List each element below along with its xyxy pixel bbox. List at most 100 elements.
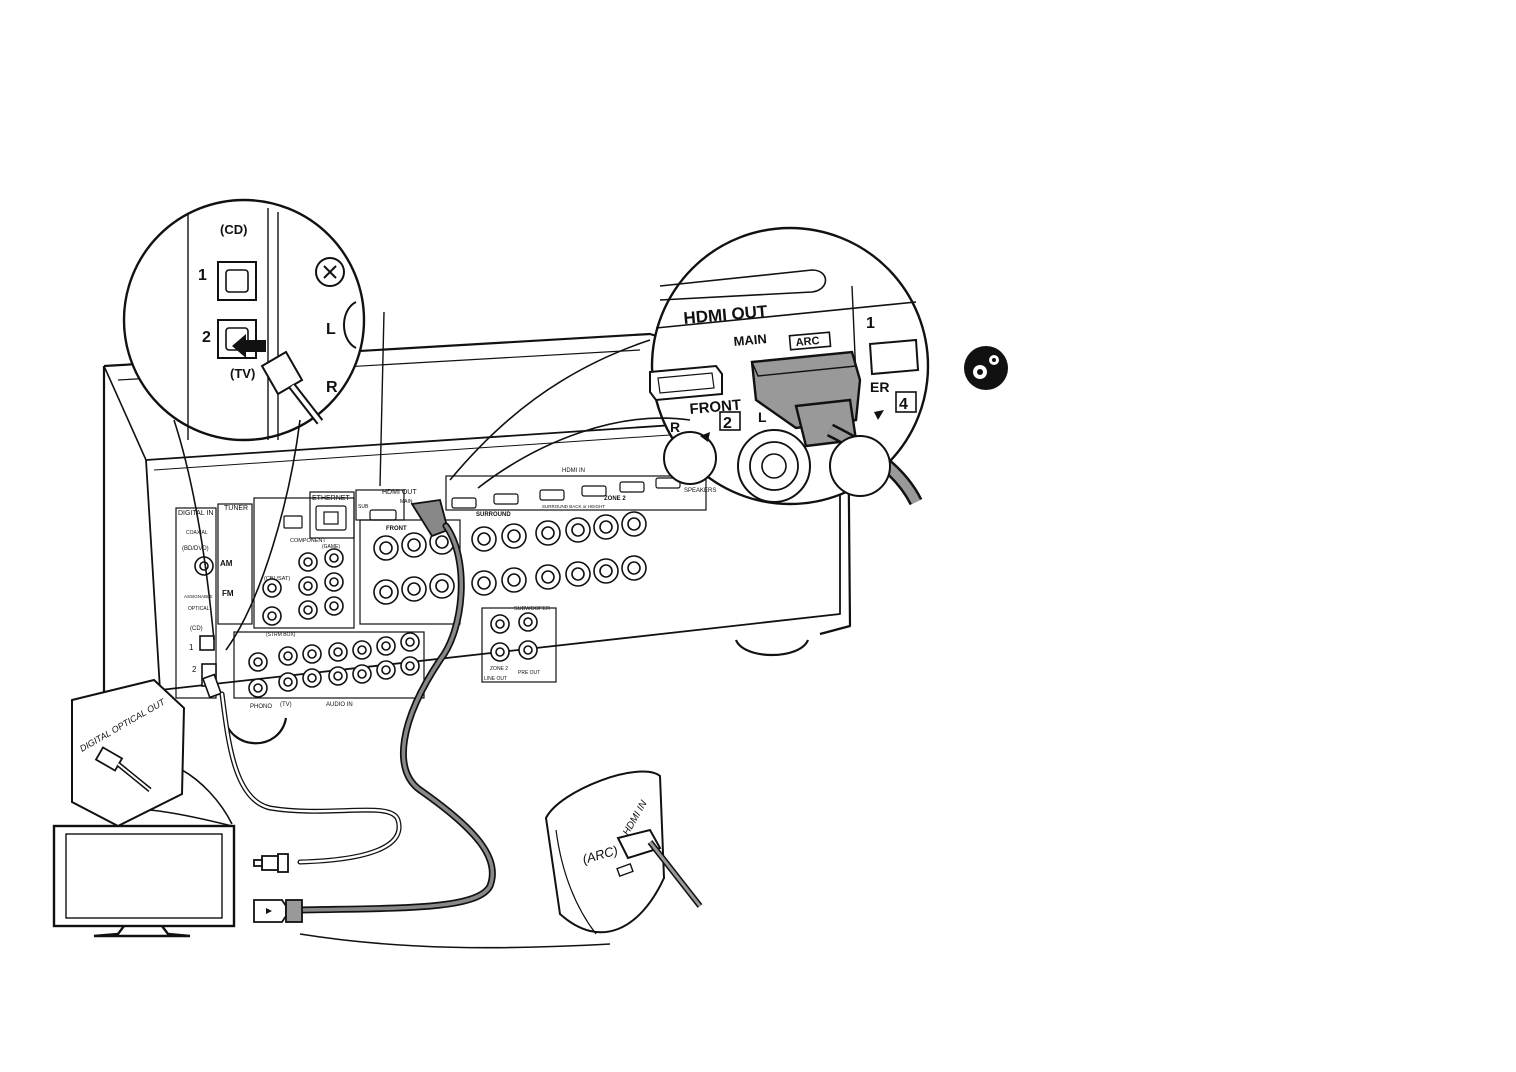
cbl-sat-label: (CBL/SAT) <box>264 576 290 582</box>
speaker-terminal-inner <box>477 532 491 546</box>
rca-jack-inner <box>329 553 339 563</box>
optical-2-label: 2 <box>192 665 197 674</box>
r-hdmi-callout-label: R <box>670 419 680 435</box>
rca-jack-inner <box>523 617 533 627</box>
rca-jack-inner <box>329 577 339 587</box>
rca-jack-inner <box>405 637 415 647</box>
two-callout-label: 2 <box>723 415 732 432</box>
ethernet-label: ETHERNET <box>312 495 350 502</box>
gear-icon <box>964 346 1008 390</box>
arc-callout-label: ARC <box>795 335 820 349</box>
main-callout-label: MAIN <box>733 331 767 349</box>
speaker-terminal-inner <box>599 520 613 534</box>
callout-tv-optical: DIGITAL OPTICAL OUT <box>71 678 233 828</box>
phono-label: PHONO <box>250 704 272 710</box>
rca-jack-inner <box>381 665 391 675</box>
rca-jacks <box>194 548 538 698</box>
rca-jack-inner <box>495 619 505 629</box>
optical-1-label: 1 <box>189 643 194 652</box>
speaker-terminal-inner <box>541 526 555 540</box>
receiver-optical-plug <box>199 635 223 699</box>
rca-jack-inner <box>307 649 317 659</box>
callout-optical-ports: (CD) 1 2 (TV) L R <box>122 198 385 651</box>
sub-label: SUB <box>358 504 369 510</box>
optical-label: OPTICAL <box>188 606 210 612</box>
speaker-terminal-inner <box>379 585 393 599</box>
optical-cable-inner <box>220 692 401 864</box>
front-label: FRONT <box>386 526 407 532</box>
rca-jack-inner <box>381 641 391 651</box>
optical-cable <box>219 691 402 865</box>
speaker-terminal-inner <box>627 561 641 575</box>
cd-callout-label: (CD) <box>220 222 247 237</box>
fm-label: FM <box>222 589 234 598</box>
hdmi-in-1-callout-label: 1 <box>866 315 875 332</box>
rca-jack-inner <box>303 605 313 615</box>
callout-tv-hdmi: (ARC) HDMI IN <box>299 770 703 949</box>
optical-plug-end <box>253 853 289 873</box>
rca-jack-inner <box>283 651 293 661</box>
rca-jack-inner <box>267 611 277 621</box>
receiver-labels: DIGITAL IN TUNER COAXIAL (BD/DVD) ASSIGN… <box>178 468 716 710</box>
hdmi-in-label: HDMI IN <box>562 468 585 474</box>
rca-jack-inner <box>357 669 367 679</box>
speaker-terminal-inner <box>435 579 449 593</box>
hdmi-cable-inner <box>298 524 495 912</box>
cd-label: (CD) <box>190 626 203 632</box>
tv-icon <box>52 824 236 938</box>
rca-jack-inner <box>303 557 313 567</box>
port-1-label: 1 <box>198 267 207 284</box>
rca-jack-inner <box>405 661 415 671</box>
r-callout-label: R <box>326 379 338 396</box>
rca-jack-inner <box>495 647 505 657</box>
assignable-label: ASSIGNABLE <box>184 594 213 599</box>
surround-label: SURROUND <box>476 512 511 518</box>
rca-jack-inner <box>283 677 293 687</box>
rca-jack-inner <box>523 645 533 655</box>
subwoofer-label: SUBWOOFER <box>514 606 550 612</box>
strm-box-label: (STRM BOX) <box>266 632 296 638</box>
rca-jack-inner <box>253 657 263 667</box>
rca-jack-inner <box>357 645 367 655</box>
rca-jack-inner <box>329 601 339 611</box>
receiver-hdmi-plug <box>410 498 450 538</box>
am-label: AM <box>220 559 233 568</box>
rca-jack-inner <box>253 683 263 693</box>
rca-jack-inner <box>333 647 343 657</box>
main-label: MAIN <box>400 499 413 505</box>
surround-back-label: SURROUND BACK or HEIGHT <box>542 504 605 509</box>
speakers-label: SPEAKERS <box>684 488 716 494</box>
speaker-terminal-inner <box>599 564 613 578</box>
line-out-label: LINE OUT <box>484 676 507 682</box>
bd-dvd-label: (BD/DVD) <box>182 546 209 552</box>
callout-hdmi-out: HDMI OUT MAIN ARC 1 FRONT R 2 L ER 4 <box>449 226 930 506</box>
port-2-label: 2 <box>202 329 211 346</box>
hdmi-plug-end <box>253 899 303 923</box>
l-hdmi-callout-label: L <box>758 409 767 425</box>
rca-jack-inner <box>333 671 343 681</box>
rca-jack-inner <box>307 673 317 683</box>
rca-jack-inner <box>267 583 277 593</box>
zone2-lower-label: ZONE 2 <box>490 666 508 672</box>
rca-jack-inner <box>199 561 209 571</box>
speaker-terminal-inner <box>571 523 585 537</box>
tv-label: (TV) <box>280 702 292 708</box>
pre-out-label: PRE OUT <box>518 670 540 676</box>
zone2-label: ZONE 2 <box>604 496 626 502</box>
speaker-terminal-inner <box>379 541 393 555</box>
tv-callout-label: (TV) <box>230 366 255 381</box>
speaker-terminal-inner <box>541 570 555 584</box>
speaker-terminal-inner <box>477 576 491 590</box>
rca-jack-inner <box>303 581 313 591</box>
component-label: COMPONENT <box>290 538 326 544</box>
speaker-terminals <box>373 511 647 605</box>
receiver-rear-panel <box>175 475 707 699</box>
er-callout-label: ER <box>870 379 889 395</box>
hdmi-out-label: HDMI OUT <box>382 489 417 496</box>
speaker-terminal-inner <box>407 538 421 552</box>
speaker-terminal-inner <box>627 517 641 531</box>
speaker-terminal-inner <box>407 582 421 596</box>
tuner-label: TUNER <box>224 505 248 512</box>
speaker-terminal-inner <box>507 573 521 587</box>
